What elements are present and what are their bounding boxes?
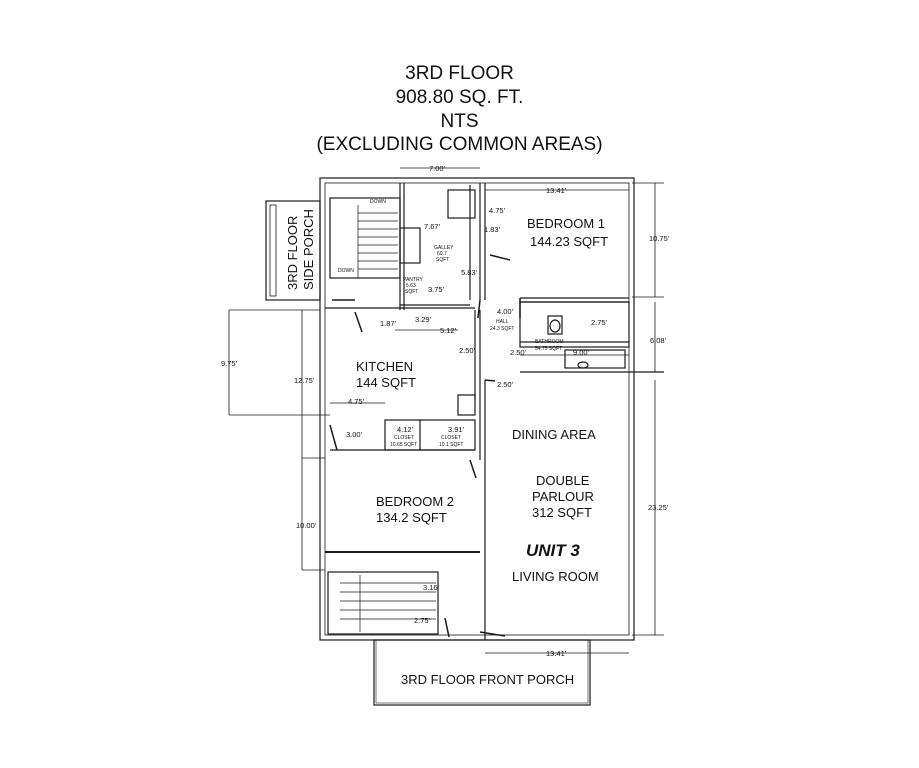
dim-4-00: 4.00' (497, 307, 514, 316)
dim-2-50-a: 2.50' (459, 346, 476, 355)
side-porch-line1: 3RD FLOOR (285, 216, 300, 290)
bathroom-line2: 54.75 SQFT (535, 346, 562, 352)
side-porch-line2: SIDE PORCH (301, 209, 316, 290)
parlour-line1: DOUBLE (536, 473, 590, 488)
dining-area-label: DINING AREA (512, 427, 596, 442)
closet2-name: CLOSET (441, 435, 461, 441)
dim-13-41-top: 13.41' (546, 186, 567, 195)
kitchen-name: KITCHEN (356, 359, 413, 374)
dim-4-75-kitchen: 4.75' (348, 397, 365, 406)
hall-line1: HALL (496, 319, 509, 325)
living-room-label: LIVING ROOM (512, 569, 599, 584)
dim-3-91: 3.91' (448, 425, 465, 434)
dim-10-75: 10.75' (649, 234, 670, 243)
dim-10-00: 10.00' (296, 521, 317, 530)
dim-2-50-c: 2.50' (497, 380, 514, 389)
dim-23-25: 23.25' (648, 503, 669, 512)
dim-6-08: 6.08' (650, 336, 667, 345)
closet1-area: 10.65 SQFT (390, 442, 417, 448)
bedroom2-name: BEDROOM 2 (376, 494, 454, 509)
dim-7-00: 7.00' (429, 164, 446, 173)
bathroom-line1: BATHROOM (535, 339, 564, 345)
pantry-line1: PANTRY (403, 277, 423, 283)
stair-down-label-2: DOWN (338, 268, 354, 274)
bedroom2-area: 134.2 SQFT (376, 510, 447, 525)
kitchen-area: 144 SQFT (356, 375, 416, 390)
door-swings (329, 254, 521, 638)
title-scale: NTS (440, 111, 479, 132)
dim-4-12: 4.12' (397, 425, 414, 434)
pantry-line3: SQFT (405, 289, 418, 295)
title-floor: 3RD FLOOR (405, 63, 514, 84)
bedroom1-area: 144.23 SQFT (530, 234, 608, 249)
dim-3-00: 3.00' (346, 430, 363, 439)
parlour-area: 312 SQFT (532, 505, 592, 520)
pantry-line2: 5.63 (406, 283, 416, 289)
stair-treads (340, 205, 436, 632)
title-note: (EXCLUDING COMMON AREAS) (316, 134, 603, 155)
dim-3-29: 3.29' (415, 315, 432, 324)
dim-5-12: 5.12' (440, 326, 457, 335)
galley-line2: 60.7 (437, 251, 447, 257)
dim-1-83: 1.83' (484, 225, 501, 234)
galley-line1: GALLEY (434, 245, 454, 251)
dim-2-75-stair: 2.75' (414, 616, 431, 625)
unit-label: UNIT 3 (526, 541, 580, 560)
front-porch-label: 3RD FLOOR FRONT PORCH (401, 672, 574, 687)
dim-9-75: 9.75' (221, 359, 238, 368)
dim-7-67: 7.67' (424, 222, 441, 231)
dim-3-16: 3.16' (423, 583, 440, 592)
dim-13-41-bottom: 13.41' (546, 649, 567, 658)
hall-line2: 24.3 SQFT (490, 326, 514, 332)
dimension-lines (228, 167, 664, 654)
closet2-area: 10.1 SQFT (439, 442, 463, 448)
dim-1-87: 1.87' (380, 319, 397, 328)
dim-4-75-bed: 4.75' (489, 206, 506, 215)
dim-2-75-bath: 2.75' (591, 318, 608, 327)
stair-down-label-1: DOWN (370, 199, 386, 205)
title-area: 908.80 SQ. FT. (395, 87, 524, 108)
dim-3-75: 3.75' (428, 285, 445, 294)
dim-2-50-b: 2.50' (510, 348, 527, 357)
closet1-name: CLOSET (394, 435, 414, 441)
walls (265, 177, 664, 706)
bedroom1-name: BEDROOM 1 (527, 216, 605, 231)
dim-9-00: 9.00' (573, 348, 590, 357)
parlour-line2: PARLOUR (532, 489, 594, 504)
galley-line3: SQFT (436, 257, 449, 263)
dim-5-83: 5.83' (461, 268, 478, 277)
dim-12-75: 12.75' (294, 376, 315, 385)
